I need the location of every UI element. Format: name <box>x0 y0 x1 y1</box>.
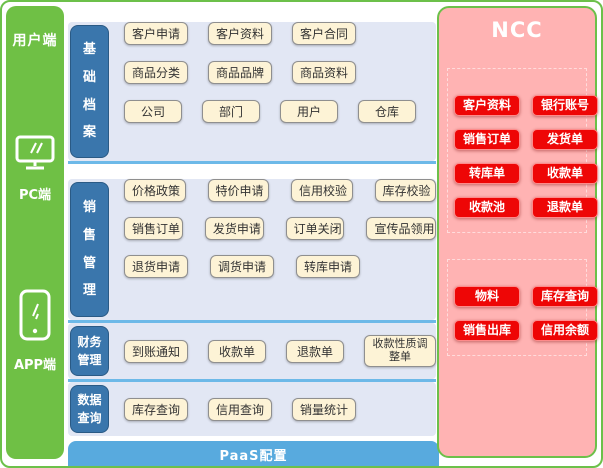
paas-config-panel: PaaS配置 表单引擎 审批引擎 报表引擎 图表引擎 菜单配置 <box>68 441 439 466</box>
user-client-panel: 用户端 PC端 AP <box>6 6 64 459</box>
module-button[interactable]: 退款单 <box>286 339 344 363</box>
button-row: 商品分类 商品品牌 商品资料 <box>118 61 436 84</box>
module-button[interactable]: 客户申请 <box>124 22 189 45</box>
module-button[interactable]: 公司 <box>124 100 182 123</box>
section-sales-management: 销售管理 价格政策 特价申请 信用校验 库存校验 销售订单 发货申请 订单关闭 … <box>68 179 437 320</box>
module-button[interactable]: 宣传品领用 <box>366 217 437 240</box>
section-tab-sales-management: 销售管理 <box>70 182 109 317</box>
module-button[interactable]: 销量统计 <box>292 397 357 421</box>
module-button[interactable]: 到账通知 <box>124 339 188 363</box>
module-button[interactable]: 信用校验 <box>291 179 353 202</box>
module-button[interactable]: 转库申请 <box>296 255 361 278</box>
ncc-module-button[interactable]: 销售订单 <box>454 129 520 150</box>
ncc-module-button[interactable]: 物料 <box>454 286 520 307</box>
ncc-module-button[interactable]: 销售出库 <box>454 320 520 341</box>
module-button[interactable]: 特价申请 <box>207 179 269 202</box>
button-row: 退货申请 调货申请 转库申请 <box>118 255 436 278</box>
module-button[interactable]: 商品资料 <box>292 61 357 84</box>
section-content: 库存查询 信用查询 销量统计 <box>118 382 436 436</box>
module-button[interactable]: 用户 <box>280 100 338 123</box>
ncc-module-button[interactable]: 转库单 <box>454 163 520 184</box>
module-column: 基础档案 客户申请 客户资料 客户合同 商品分类 商品品牌 商品资料 公司 部门… <box>68 6 439 466</box>
module-button[interactable]: 退货申请 <box>124 255 189 278</box>
module-button[interactable]: 客户合同 <box>292 22 357 45</box>
module-button[interactable]: 销售订单 <box>124 217 183 240</box>
module-button[interactable]: 收款性质调整单 <box>364 335 436 367</box>
app-client-label: APP端 <box>13 358 57 373</box>
ncc-module-button[interactable]: 退款单 <box>532 197 598 218</box>
user-client-title: 用户端 <box>12 33 58 49</box>
pc-client-label: PC端 <box>18 188 52 203</box>
section-divider <box>68 161 436 164</box>
monitor-icon <box>14 134 56 176</box>
ncc-panel: NCC 客户资料 银行账号 销售订单 发货单 转库单 收款单 收款池 退款单 物… <box>437 6 598 458</box>
paas-button-row: 表单引擎 审批引擎 报表引擎 图表引擎 菜单配置 <box>68 464 439 466</box>
paas-config-title: PaaS配置 <box>219 449 288 464</box>
module-button[interactable]: 信用查询 <box>208 397 273 421</box>
ncc-module-button[interactable]: 客户资料 <box>454 95 520 116</box>
button-row: 公司 部门 用户 仓库 <box>118 100 436 123</box>
button-row: 价格政策 特价申请 信用校验 库存校验 <box>118 179 436 202</box>
section-tab-finance-management: 财务管理 <box>70 326 109 376</box>
module-button[interactable]: 调货申请 <box>210 255 275 278</box>
section-tab-basic-archives: 基础档案 <box>70 25 109 158</box>
module-button[interactable]: 库存查询 <box>124 397 189 421</box>
button-row: 到账通知 收款单 退款单 收款性质调整单 <box>118 335 436 367</box>
ncc-module-button[interactable]: 发货单 <box>532 129 598 150</box>
section-data-query: 数据查询 库存查询 信用查询 销量统计 <box>68 382 436 436</box>
module-button[interactable]: 订单关闭 <box>285 217 345 240</box>
section-divider <box>68 379 436 382</box>
section-tab-data-query: 数据查询 <box>70 385 109 433</box>
button-row: 客户申请 客户资料 客户合同 <box>118 22 436 45</box>
ncc-module-button[interactable]: 信用余额 <box>532 320 598 341</box>
button-row: 库存查询 信用查询 销量统计 <box>118 397 357 421</box>
ncc-interface-group: 物料 库存查询 销售出库 信用余额 <box>447 259 598 356</box>
module-button[interactable]: 商品品牌 <box>208 61 273 84</box>
smartphone-icon <box>17 288 53 346</box>
module-button[interactable]: 发货申请 <box>204 217 264 240</box>
ncc-module-button[interactable]: 收款池 <box>454 197 520 218</box>
module-button[interactable]: 客户资料 <box>208 22 273 45</box>
module-button[interactable]: 价格政策 <box>124 179 186 202</box>
ncc-module-button[interactable]: 库存查询 <box>532 286 598 307</box>
section-basic-archives: 基础档案 客户申请 客户资料 客户合同 商品分类 商品品牌 商品资料 公司 部门… <box>68 22 436 161</box>
ncc-title: NCC <box>491 18 543 42</box>
section-content: 到账通知 收款单 退款单 收款性质调整单 <box>118 323 436 379</box>
app-client-block: APP端 <box>6 288 64 373</box>
section-finance-management: 财务管理 到账通知 收款单 退款单 收款性质调整单 <box>68 323 436 379</box>
section-content: 价格政策 特价申请 信用校验 库存校验 销售订单 发货申请 订单关闭 宣传品领用… <box>118 179 437 320</box>
ncc-interface-group: 客户资料 银行账号 销售订单 发货单 转库单 收款单 收款池 退款单 <box>447 68 598 233</box>
button-row: 销售订单 发货申请 订单关闭 宣传品领用 <box>118 217 437 240</box>
module-button[interactable]: 收款单 <box>208 339 266 363</box>
section-content: 客户申请 客户资料 客户合同 商品分类 商品品牌 商品资料 公司 部门 用户 仓… <box>118 22 436 161</box>
module-button[interactable]: 商品分类 <box>124 61 189 84</box>
section-divider <box>68 320 436 323</box>
pc-client-block: PC端 <box>6 134 64 203</box>
module-button[interactable]: 库存校验 <box>374 179 436 202</box>
module-button[interactable]: 部门 <box>202 100 260 123</box>
module-button[interactable]: 仓库 <box>358 100 416 123</box>
ncc-module-button[interactable]: 银行账号 <box>532 95 598 116</box>
ncc-module-button[interactable]: 收款单 <box>532 163 598 184</box>
